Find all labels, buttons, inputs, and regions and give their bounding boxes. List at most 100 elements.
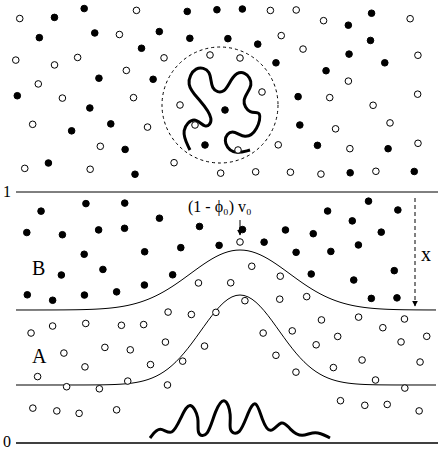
solvent-b-molecule xyxy=(350,277,357,284)
solvent-a-molecule xyxy=(401,316,408,323)
solvent-b-molecule xyxy=(328,248,335,255)
top-boundary xyxy=(16,192,438,193)
solvent-b-molecule xyxy=(95,227,102,234)
solvent-a-molecule xyxy=(318,317,325,324)
solvent-b-molecule xyxy=(177,244,184,251)
solvent-b-molecule xyxy=(391,267,398,274)
solvent-b-molecule xyxy=(96,75,103,82)
profile-curve xyxy=(16,295,436,385)
solvent-b-molecule xyxy=(14,92,21,99)
solvent-a-molecule xyxy=(373,168,380,175)
axis-value: 0 xyxy=(3,434,11,450)
solvent-a-molecule xyxy=(133,7,140,14)
solvent-b-molecule xyxy=(141,282,148,289)
solvent-a-molecule xyxy=(300,46,307,53)
solvent-a-molecule xyxy=(273,352,280,359)
solvent-a-molecule xyxy=(201,343,208,350)
solvent-b-molecule xyxy=(347,169,354,176)
solvent-a-molecule xyxy=(415,140,422,147)
solvent-b-molecule xyxy=(83,200,90,207)
solvent-a-molecule xyxy=(227,279,234,286)
solvent-b-molecule xyxy=(216,242,223,249)
solvent-a-molecule xyxy=(195,280,202,287)
solvent-b-molecule xyxy=(138,45,145,52)
solvent-b-molecule xyxy=(187,35,194,42)
solvent-b-molecule xyxy=(107,121,114,128)
solvent-a-molecule xyxy=(237,239,244,246)
solvent-a-molecule xyxy=(259,89,266,96)
solvent-b-molecule xyxy=(297,122,304,129)
solvent-b-molecule xyxy=(385,145,392,152)
solvent-b-molecule xyxy=(349,218,356,225)
solvent-b-molecule xyxy=(100,266,107,273)
solvent-a-molecule xyxy=(21,165,28,172)
solvent-a-molecule xyxy=(59,95,66,102)
solvent-b-molecule xyxy=(150,76,157,83)
solvent-b-molecule xyxy=(346,51,353,58)
solvent-a-molecule xyxy=(252,169,259,176)
solvent-a-molecule xyxy=(116,31,123,38)
solvent-b-molecule xyxy=(156,28,163,35)
solvent-a-molecule xyxy=(248,263,255,270)
depth-label: x xyxy=(421,244,431,264)
axis-value: 1 xyxy=(3,184,11,200)
solvent-a-molecule xyxy=(415,52,422,59)
solvent-a-molecule xyxy=(12,57,19,64)
solvent-a-molecule xyxy=(370,102,377,109)
solvent-a-molecule xyxy=(337,397,344,404)
solvent-a-molecule xyxy=(217,170,224,177)
solvent-a-molecule xyxy=(63,383,70,390)
solvent-b-molecule xyxy=(214,6,221,13)
solvent-a-molecule xyxy=(82,364,89,371)
solvent-a-molecule xyxy=(293,369,300,376)
solvent-b-molecule xyxy=(411,168,418,175)
solvent-a-molecule xyxy=(287,169,294,176)
solvent-b-molecule xyxy=(273,60,280,67)
solvent-a-molecule xyxy=(35,81,42,88)
solvent-b-molecule xyxy=(58,272,65,279)
solvent-a-molecule xyxy=(359,357,366,364)
solvent-b-molecule xyxy=(368,10,375,17)
solvent-a-molecule xyxy=(398,339,405,346)
solvent-a-molecule xyxy=(127,347,134,354)
solvent-a-molecule xyxy=(332,126,339,133)
solvent-a-molecule xyxy=(303,293,310,300)
solvent-b-molecule xyxy=(156,215,163,222)
solvent-b-molecule xyxy=(324,208,331,215)
solvent-b-molecule xyxy=(254,41,261,48)
solvent-a-molecule xyxy=(74,54,81,61)
solvent-b-molecule xyxy=(345,22,352,29)
solvent-a-molecule xyxy=(49,323,56,330)
region-label: B xyxy=(32,258,45,278)
solvent-a-molecule xyxy=(402,385,409,392)
solvent-b-molecule xyxy=(51,14,58,21)
solvent-a-molecule xyxy=(289,328,296,335)
solvent-a-molecule xyxy=(407,15,414,22)
solvent-b-molecule xyxy=(293,249,300,256)
depth-arrow xyxy=(415,198,416,306)
solvent-a-molecule xyxy=(192,122,199,129)
solvent-a-molecule xyxy=(130,94,137,101)
solvent-a-molecule xyxy=(242,297,249,304)
solvent-a-molecule xyxy=(372,377,379,384)
solvent-b-molecule xyxy=(132,171,139,178)
solvent-b-molecule xyxy=(91,30,98,37)
solvent-a-molecule xyxy=(61,350,68,357)
solvent-a-molecule xyxy=(235,147,242,154)
solvent-a-molecule xyxy=(179,358,186,365)
solvent-a-molecule xyxy=(423,333,430,340)
solvent-a-molecule xyxy=(416,408,423,415)
solvent-a-molecule xyxy=(278,32,285,39)
solvent-a-molecule xyxy=(102,344,109,351)
solvent-b-molecule xyxy=(196,223,203,230)
solvent-b-molecule xyxy=(367,37,374,44)
solvent-a-molecule xyxy=(16,15,23,22)
solvent-a-molecule xyxy=(260,330,267,337)
solvent-a-molecule xyxy=(320,17,327,24)
solvent-b-molecule xyxy=(282,227,289,234)
solvent-b-molecule xyxy=(222,107,229,114)
solvent-a-molecule xyxy=(29,121,36,128)
solvent-a-molecule xyxy=(355,314,362,321)
solvent-a-molecule xyxy=(334,333,341,340)
solvent-a-molecule xyxy=(345,78,352,85)
